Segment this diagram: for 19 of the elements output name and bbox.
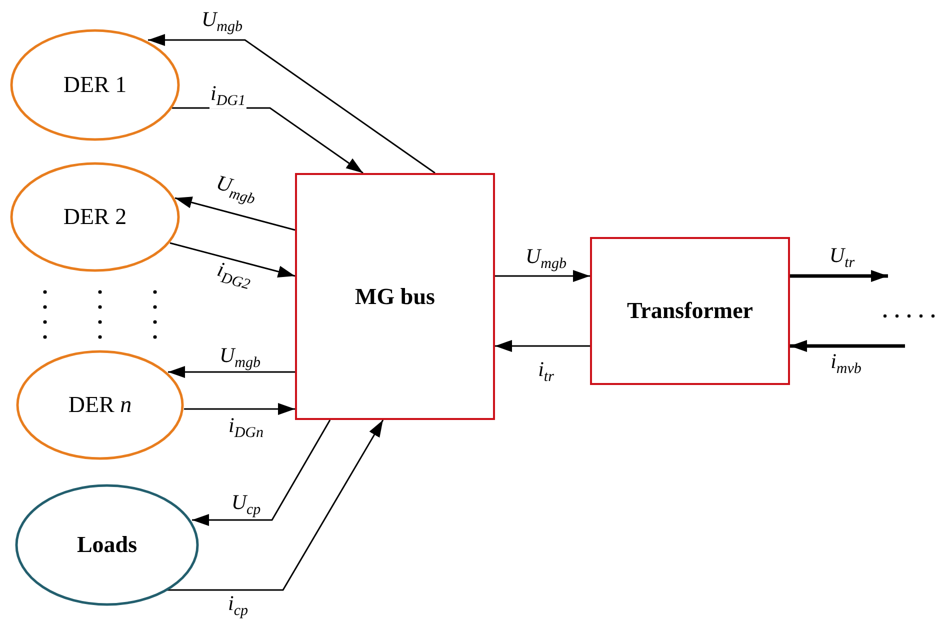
arrow bbox=[184, 403, 295, 415]
node-label: DER 1 bbox=[63, 72, 127, 98]
arrow bbox=[495, 270, 590, 282]
node-label: DER 2 bbox=[63, 204, 127, 230]
arrow bbox=[790, 270, 888, 282]
node-label: DER n bbox=[68, 392, 132, 418]
node-label: Loads bbox=[76, 532, 138, 558]
process-box bbox=[590, 237, 790, 385]
arrow bbox=[165, 420, 384, 591]
arrow bbox=[495, 340, 590, 352]
arrow bbox=[174, 196, 296, 231]
node-label: MG bus bbox=[355, 284, 435, 310]
node-label: Transformer bbox=[626, 298, 754, 324]
arrow bbox=[790, 340, 905, 352]
arrow bbox=[168, 366, 295, 378]
arrow bbox=[148, 34, 436, 174]
arrow bbox=[170, 242, 296, 278]
arrow bbox=[192, 420, 331, 526]
process-box bbox=[295, 173, 495, 420]
